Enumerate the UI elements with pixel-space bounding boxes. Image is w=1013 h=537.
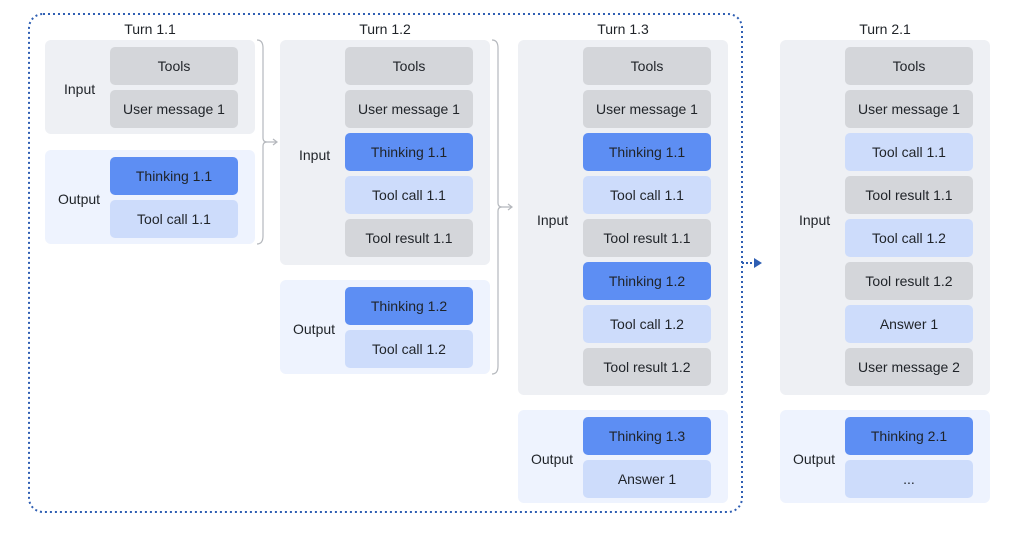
input-label: Input <box>799 211 831 228</box>
message-block: Tool call 1.1 <box>345 176 473 214</box>
message-block: ... <box>845 460 973 498</box>
message-block: User message 1 <box>110 90 238 128</box>
message-block: Tool result 1.1 <box>345 219 473 257</box>
turn-title: Turn 1.3 <box>597 21 649 37</box>
message-block: Thinking 1.1 <box>583 133 711 171</box>
message-block: Thinking 1.2 <box>345 287 473 325</box>
message-block: User message 1 <box>583 90 711 128</box>
message-block: Tool call 1.1 <box>583 176 711 214</box>
message-block: User message 1 <box>845 90 973 128</box>
message-block: Tool call 1.1 <box>110 200 238 238</box>
output-label: Output <box>793 450 836 467</box>
message-block: Thinking 2.1 <box>845 417 973 455</box>
message-block: Tools <box>110 47 238 85</box>
output-label: Output <box>293 321 336 337</box>
message-block: Thinking 1.3 <box>583 417 711 455</box>
arrow-to-turn-1-3 <box>502 203 513 211</box>
message-block: Tool result 1.1 <box>583 219 711 257</box>
message-block: Tools <box>845 47 973 85</box>
arrow-to-turn-1-2 <box>267 138 278 146</box>
message-block: Tool result 1.2 <box>845 262 973 300</box>
turn-title: Turn 2.1 <box>859 21 911 37</box>
message-block: Thinking 1.2 <box>583 262 711 300</box>
output-label: Output <box>531 450 574 467</box>
turn-title: Turn 1.2 <box>359 21 411 37</box>
message-block: User message 1 <box>345 90 473 128</box>
input-label: Input <box>64 81 96 97</box>
message-block: Answer 1 <box>583 460 711 498</box>
message-block: Tool call 1.2 <box>583 305 711 343</box>
turn-title: Turn 1.1 <box>124 21 176 37</box>
message-block: Answer 1 <box>845 305 973 343</box>
arrow-head-icon <box>754 258 762 268</box>
message-block: Thinking 1.1 <box>110 157 238 195</box>
brace-turn-1-2 <box>491 39 503 375</box>
input-label: Input <box>537 211 569 228</box>
message-block: Tools <box>345 47 473 85</box>
output-panel: Output Thinking 2.1... <box>780 410 990 503</box>
message-block: Tool call 1.2 <box>845 219 973 257</box>
output-label: Output <box>58 191 101 207</box>
message-block: Tool call 1.1 <box>845 133 973 171</box>
message-block: Thinking 1.1 <box>345 133 473 171</box>
message-block: Tool result 1.1 <box>845 176 973 214</box>
input-label: Input <box>299 146 331 163</box>
message-block: User message 2 <box>845 348 973 386</box>
message-block: Tools <box>583 47 711 85</box>
brace-turn-1-1 <box>256 39 268 245</box>
message-block: Tool call 1.2 <box>345 330 473 368</box>
message-block: Tool result 1.2 <box>583 348 711 386</box>
